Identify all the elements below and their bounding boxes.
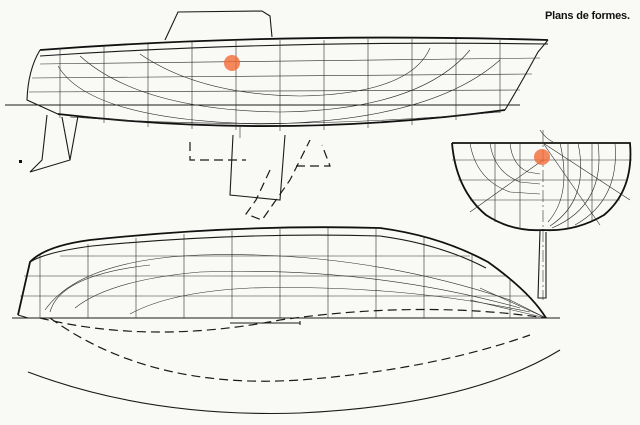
figure-title: Plans de formes. [545, 10, 630, 22]
diagonal-line [542, 142, 601, 226]
transom-plan [17, 314, 29, 319]
marker-dot [224, 55, 240, 71]
keel-variant-dashed [245, 139, 311, 221]
lower-sweep-curve [27, 349, 561, 415]
keel-plan-dashed [39, 308, 547, 333]
body-section-outer [451, 142, 632, 232]
waterline-plan [44, 254, 547, 319]
bow-profile [504, 39, 549, 111]
waterline-plan [129, 287, 531, 315]
fin-keel [229, 134, 286, 201]
grid-line [31, 73, 533, 79]
body-section [574, 142, 616, 226]
keel-variant-dashed [189, 142, 246, 161]
buttock-line [139, 47, 431, 97]
diagonal-line [469, 159, 544, 213]
body-section [547, 142, 565, 223]
body-section [509, 142, 541, 175]
body-plan-view [451, 129, 632, 300]
profile-view [5, 10, 549, 221]
cabin-trunk [164, 10, 273, 41]
half-breadth-view [12, 226, 561, 415]
sheer-mark [539, 129, 554, 143]
deck-outline-plan [17, 226, 547, 319]
bow-line [469, 299, 547, 319]
deck-edge [39, 42, 549, 57]
transom-profile [26, 49, 61, 116]
body-section [551, 142, 600, 229]
marker-dot [534, 149, 550, 165]
body-plan-keel [537, 229, 547, 299]
rudder [29, 114, 79, 173]
diagonal-line [542, 142, 631, 201]
grid-line [28, 89, 521, 93]
grid-line [39, 57, 541, 65]
body-section [489, 142, 541, 185]
point-marker [19, 160, 22, 163]
body-section [469, 142, 541, 195]
buttock-line [57, 59, 501, 125]
sheer-line [39, 36, 549, 51]
hull-bottom-plan-dashed [49, 317, 531, 382]
keel-variant-dashed [296, 144, 331, 167]
bow-line [479, 287, 547, 319]
deck-outline-inner [29, 234, 487, 269]
rudder-post [61, 116, 71, 161]
waterline-plan [74, 270, 521, 309]
waterline-plan [49, 264, 151, 313]
centerline-ticks [230, 321, 301, 325]
buttock-line [79, 49, 471, 113]
